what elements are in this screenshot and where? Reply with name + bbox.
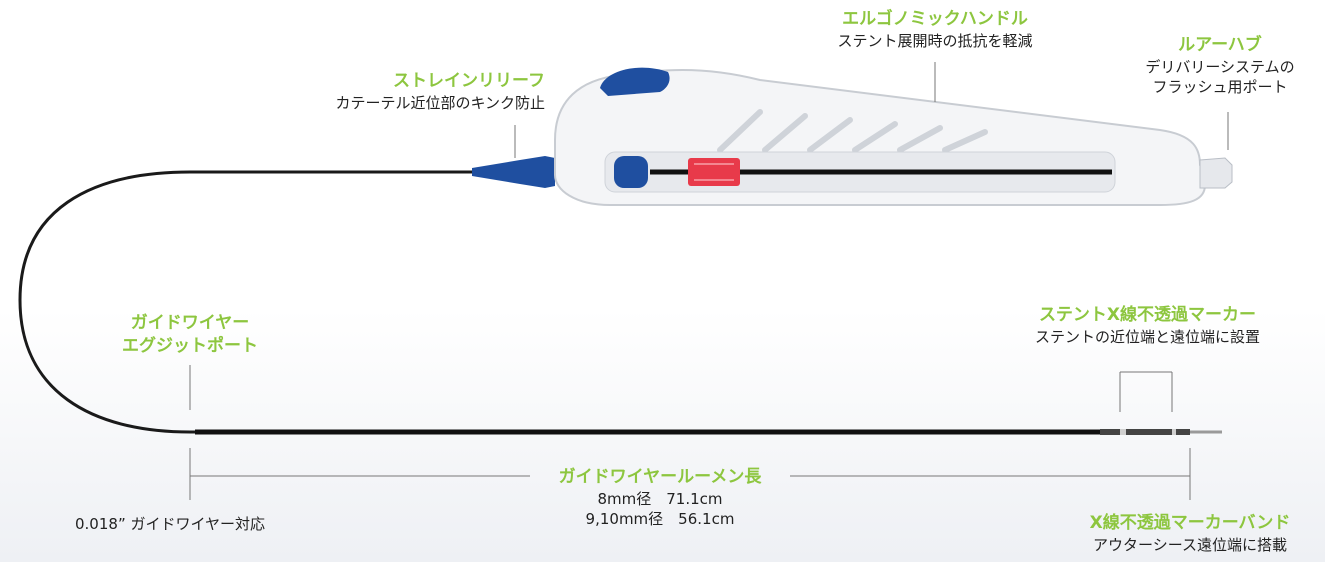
label-ergonomic-handle: エルゴノミックハンドル ステント展開時の抵抗を軽減 [830, 8, 1040, 51]
label-luer-hub: ルアーハブ デリバリーシステムの フラッシュ用ポート [1120, 34, 1320, 97]
label-strain-relief-title: ストレインリリーフ [393, 71, 545, 91]
label-stent-markers-desc: ステントの近位端と遠位端に設置 [1034, 327, 1260, 346]
blue-slider-button [614, 156, 648, 188]
label-marker-band-desc: アウターシース遠位端に搭載 [1093, 535, 1287, 554]
grip-ridges [717, 109, 988, 153]
marker-band-left [1120, 429, 1126, 435]
label-stent-markers: ステントX線不透過マーカー ステントの近位端と遠位端に設置 [1005, 304, 1290, 347]
label-guidewire-exit-title-1: ガイドワイヤー [130, 313, 250, 333]
label-luer-hub-title: ルアーハブ [1178, 35, 1262, 55]
label-luer-hub-desc-1: デリバリーシステムの [1145, 57, 1295, 76]
label-lumen-length-line1: 8mm径 71.1cm [597, 489, 723, 508]
label-ergonomic-handle-title: エルゴノミックハンドル [842, 9, 1028, 29]
catheter-shaft-loop [18, 170, 1190, 434]
label-lumen-length: ガイドワイヤールーメン長 8mm径 71.1cm 9,10mm径 56.1cm [530, 466, 790, 529]
leader-lines [189, 62, 1229, 500]
label-lumen-length-title: ガイドワイヤールーメン長 [558, 467, 762, 487]
distal-tip [1100, 429, 1190, 435]
strain-relief [472, 156, 555, 188]
label-strain-relief-desc: カテーテル近位部のキンク防止 [335, 93, 545, 112]
label-marker-band: X線不透過マーカーバンド アウターシース遠位端に搭載 [1060, 512, 1320, 555]
marker-band-right [1172, 429, 1176, 435]
luer-hub [1199, 157, 1233, 189]
label-luer-hub-desc-2: フラッシュ用ポート [1152, 78, 1288, 97]
label-ergonomic-handle-desc: ステント展開時の抵抗を軽減 [837, 31, 1033, 50]
red-safety-lock [688, 158, 740, 186]
label-guidewire-exit-title-2: エグジットポート [122, 335, 258, 356]
label-marker-band-title: X線不透過マーカーバンド [1089, 513, 1291, 533]
label-lumen-length-line2: 9,10mm径 56.1cm [585, 510, 735, 529]
thumb-wheel [600, 67, 670, 96]
label-stent-markers-title: ステントX線不透過マーカー [1038, 305, 1257, 325]
label-guidewire-exit: ガイドワイヤー エグジットポート [105, 312, 275, 358]
label-strain-relief: ストレインリリーフ カテーテル近位部のキンク防止 [285, 70, 545, 113]
label-guidewire-compat: 0.018” ガイドワイヤー対応 [75, 515, 266, 533]
